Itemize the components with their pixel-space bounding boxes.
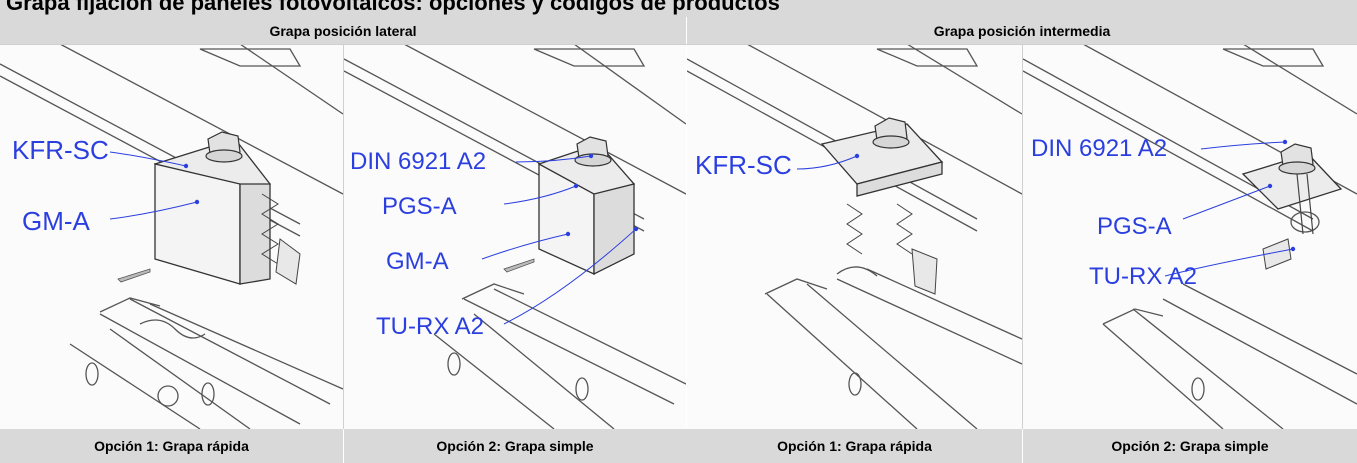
label-tu-rx-a2: TU-RX A2 — [376, 313, 484, 340]
page-title: Grapa fijación de paneles fotovoltaicos:… — [6, 0, 780, 15]
clamp-drawing-intermediate-quick: KFR-SC — [687, 44, 1022, 429]
panel-lateral-option1: KFR-SC GM-A — [0, 44, 343, 429]
panel-intermedia-option2: DIN 6921 A2 PGS-A TU-RX A2 — [1023, 44, 1357, 429]
label-tu-rx-a2: TU-RX A2 — [1089, 263, 1197, 290]
caption-intermedia-option2: Opción 2: Grapa simple — [1111, 438, 1269, 454]
label-kfr-sc: KFR-SC — [12, 135, 109, 165]
panel-divider-right — [1022, 44, 1023, 429]
label-kfr-sc: KFR-SC — [695, 150, 792, 180]
label-gm-a: GM-A — [386, 248, 449, 275]
caption-intermedia-option1: Opción 1: Grapa rápida — [777, 438, 932, 454]
label-din-6921-a2: DIN 6921 A2 — [1031, 135, 1167, 162]
header-intermedia: Grapa posición intermedia — [933, 22, 1111, 39]
title-bar: Grapa fijación de paneles fotovoltaicos:… — [0, 0, 1357, 17]
header-divider — [0, 44, 1357, 45]
header-row: Grapa posición lateral Grapa posición in… — [0, 17, 1357, 44]
caption-lateral-option1: Opción 1: Grapa rápida — [94, 438, 249, 454]
clamp-drawing-lateral-quick: KFR-SC GM-A — [0, 44, 343, 429]
header-lateral: Grapa posición lateral — [269, 22, 417, 39]
label-pgs-a: PGS-A — [382, 193, 457, 220]
panel-intermedia-option1: KFR-SC — [687, 44, 1022, 429]
footer-divider-1 — [343, 429, 344, 463]
label-din-6921-a2: DIN 6921 A2 — [350, 148, 486, 175]
label-pgs-a: PGS-A — [1097, 213, 1172, 240]
clamp-drawing-intermediate-simple: DIN 6921 A2 PGS-A TU-RX A2 — [1023, 44, 1357, 429]
caption-lateral-option2: Opción 2: Grapa simple — [436, 438, 594, 454]
footer-row: Opción 1: Grapa rápida Opción 2: Grapa s… — [0, 429, 1357, 463]
footer-divider-3 — [1022, 429, 1023, 463]
panel-divider-left — [343, 44, 344, 429]
panel-lateral-option2: DIN 6921 A2 PGS-A GM-A TU-RX A2 — [344, 44, 686, 429]
column-divider — [686, 17, 687, 463]
label-gm-a: GM-A — [22, 206, 91, 236]
clamp-drawing-lateral-simple: DIN 6921 A2 PGS-A GM-A TU-RX A2 — [344, 44, 686, 429]
